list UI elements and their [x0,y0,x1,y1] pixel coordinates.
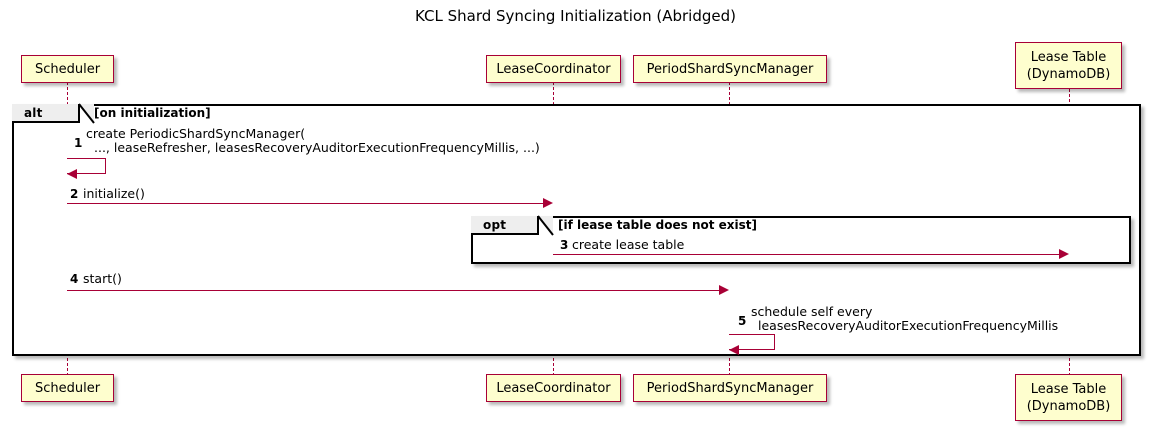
participant-scheduler-bottom[interactable]: Scheduler [21,374,114,402]
message-3-number: 3 [560,238,569,252]
message-1-self-loop [67,158,106,174]
message-1-text-line1: create PeriodicShardSyncManager( [86,126,306,141]
participant-lease-coordinator-top[interactable]: LeaseCoordinator [486,55,621,83]
message-4-text-line1: start() [83,271,122,286]
participant-lease-coordinator-label-bottom: LeaseCoordinator [496,380,611,396]
participant-lease-coordinator-label-top: LeaseCoordinator [496,61,611,77]
message-2-arrow-head [543,198,553,208]
message-4-number: 4 [70,272,79,286]
opt-frame-tab: opt [471,216,539,235]
message-5-text-line1: schedule self every [751,304,873,319]
alt-frame-notch-line [78,103,95,124]
opt-frame-condition: [if lease table does not exist] [558,218,758,232]
opt-frame [471,216,1131,264]
page-title: KCL Shard Syncing Initialization (Abridg… [415,7,736,25]
message-3-line [553,254,1060,255]
message-1-number: 1 [74,136,83,150]
message-4-arrow-head [719,285,729,295]
message-5-arrow-head [729,345,739,355]
alt-frame-condition: [on initialization] [94,106,211,120]
participant-period-shard-sync-manager-label-top: PeriodShardSyncManager [646,61,814,77]
participant-scheduler-label-top: Scheduler [34,61,101,77]
message-5-self-loop [729,334,775,350]
message-2-line [67,203,544,204]
message-4-line [67,290,720,291]
message-1-arrow-head [67,169,77,179]
participant-period-shard-sync-manager-top[interactable]: PeriodShardSyncManager [633,55,827,83]
participant-lease-table-top[interactable]: Lease Table (DynamoDB) [1015,42,1122,89]
message-3-arrow-head [1059,249,1069,259]
participant-period-shard-sync-manager-bottom[interactable]: PeriodShardSyncManager [633,374,827,402]
participant-lease-table-label-top-line2: (DynamoDB) [1026,66,1111,82]
participant-lease-coordinator-bottom[interactable]: LeaseCoordinator [486,374,621,402]
alt-frame-tab: alt [12,104,80,123]
participant-period-shard-sync-manager-label-bottom: PeriodShardSyncManager [646,380,814,396]
message-2-text-line1: initialize() [83,186,145,201]
participant-scheduler-label-bottom: Scheduler [34,380,101,396]
participant-lease-table-label-top-line1: Lease Table [1030,49,1107,65]
participant-lease-table-label-bottom-line1: Lease Table [1030,381,1107,397]
participant-lease-table-bottom[interactable]: Lease Table (DynamoDB) [1015,374,1122,421]
participant-lease-table-label-bottom-line2: (DynamoDB) [1026,398,1111,414]
opt-frame-notch-line [537,215,554,236]
message-1-text-line2: ..., leaseRefresher, leasesRecoveryAudit… [94,140,540,155]
message-5-number: 5 [738,314,747,328]
message-3-text-line1: create lease table [572,237,685,252]
message-5-text-line2: leasesRecoveryAuditorExecutionFrequencyM… [758,318,1059,333]
message-2-number: 2 [70,187,79,201]
participant-scheduler-top[interactable]: Scheduler [21,55,114,83]
